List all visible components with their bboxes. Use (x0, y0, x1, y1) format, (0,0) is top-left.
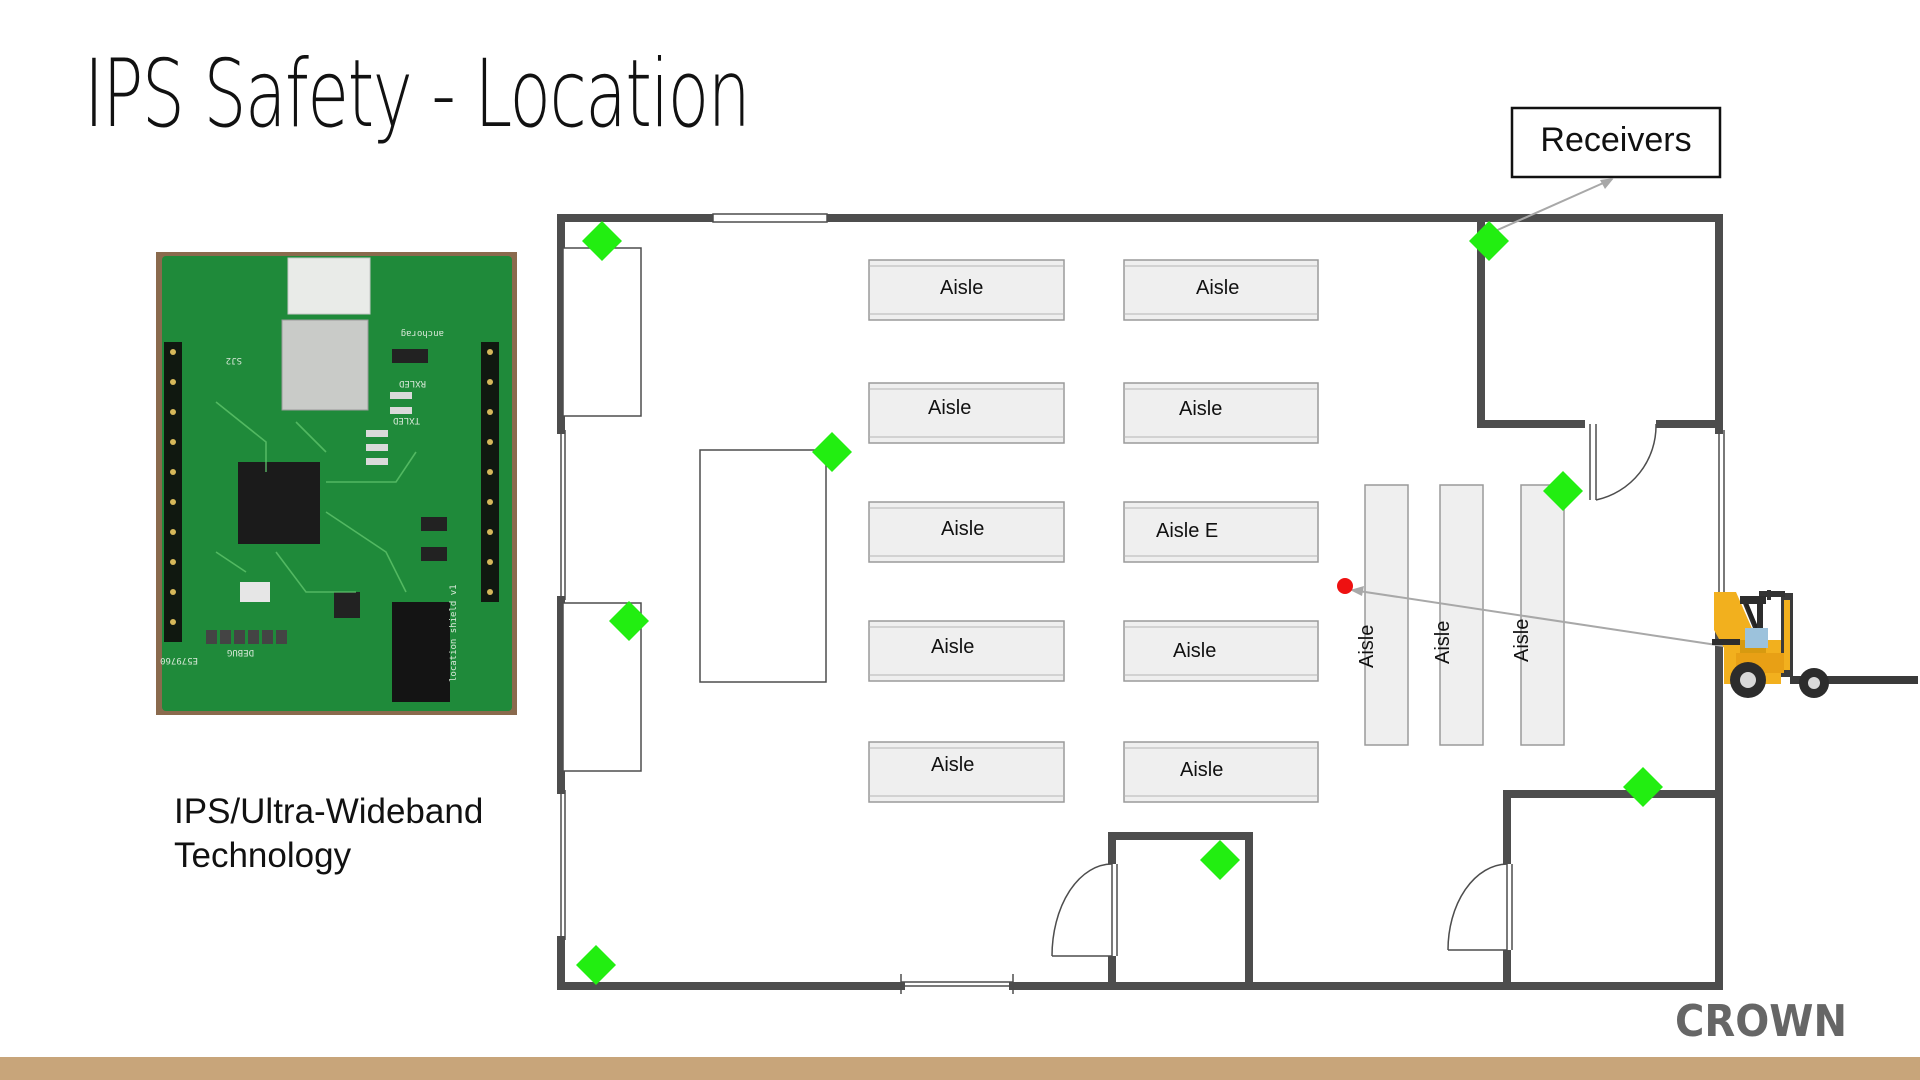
aisle-rack (1123, 382, 1319, 444)
door-top-right (1589, 423, 1657, 501)
aisle-rack-vertical (1439, 484, 1484, 746)
receiver-diamond (812, 432, 852, 472)
pcb-sj2-label: SJ2 (226, 355, 242, 365)
slide-title: IPS Safety - Location (84, 40, 751, 149)
aisle-label-vertical: Aisle (1356, 625, 1378, 668)
aisle-rack-vertical (1364, 484, 1409, 746)
aisle-rack (868, 741, 1065, 803)
aisle-label: Aisle (1196, 277, 1239, 299)
door-bottom-right (1447, 863, 1513, 951)
receivers-callout-label: Receivers (1540, 121, 1691, 159)
tracking-arrow-head (1350, 586, 1364, 596)
receiver-diamond (609, 601, 649, 641)
receiver-diamond (1543, 471, 1583, 511)
aisle-rack-vertical (1520, 484, 1565, 746)
footer-bar (0, 1057, 1920, 1080)
crown-logo-text: CROWN (1675, 998, 1847, 1042)
receiver-diamond (1469, 221, 1509, 261)
aisle-rack (868, 259, 1065, 321)
aisle-rack (1123, 620, 1319, 682)
aisle-label: Aisle (941, 518, 984, 540)
storage-box-north (562, 247, 642, 417)
pcb-txled-label: TXLED (393, 415, 420, 425)
receiver-diamond (582, 221, 622, 261)
receiver-diamond (1200, 840, 1240, 880)
aisle-rack (1123, 741, 1319, 803)
receivers-callout-box (1510, 106, 1722, 179)
pcb-shield-label: location shield v1 (449, 584, 459, 682)
forklift-icon (1712, 590, 1918, 698)
uwb-board-image: anchorag SJ2 RXLED TXLED DEBUG E579760 l… (156, 252, 517, 715)
callout-arrow-head (1600, 178, 1614, 189)
staging-area (699, 449, 827, 683)
receiver-diamond (576, 945, 616, 985)
aisle-label: Aisle E (1156, 520, 1218, 542)
tracked-tag-dot (1337, 578, 1353, 594)
aisle-rack (868, 620, 1065, 682)
technology-caption: IPS/Ultra-Wideband Technology (174, 790, 574, 878)
aisle-label: Aisle (1173, 640, 1216, 662)
room-top-right (1477, 218, 1719, 428)
pcb-serial-label: E579760 (160, 655, 198, 665)
aisle-label: Aisle (928, 397, 971, 419)
pcb-brand-label: anchorag (401, 328, 444, 338)
aisle-label-vertical: Aisle (1432, 621, 1454, 664)
receiver-diamond (1623, 767, 1663, 807)
aisle-rack (1123, 501, 1319, 563)
aisle-rack (868, 501, 1065, 563)
pcb-rxled-label: RXLED (399, 378, 426, 388)
room-bottom-middle (1108, 832, 1253, 986)
tracking-line (1351, 589, 1751, 651)
room-bottom-right (1503, 790, 1719, 986)
aisle-rack (868, 382, 1065, 444)
crown-logo: CROWN (1675, 996, 1848, 1047)
aisle-label: Aisle (931, 754, 974, 776)
aisle-label: Aisle (1180, 759, 1223, 781)
door-bottom-middle (1051, 863, 1118, 957)
caption-line-2: Technology (174, 836, 352, 875)
aisle-rack (1123, 259, 1319, 321)
aisle-label: Aisle (1179, 398, 1222, 420)
aisle-label: Aisle (931, 636, 974, 658)
aisle-label: Aisle (940, 277, 983, 299)
pcb-debug-label: DEBUG (227, 647, 254, 657)
callout-leader-line (1492, 179, 1611, 233)
caption-line-1: IPS/Ultra-Wideband (174, 792, 484, 831)
aisle-label-vertical: Aisle (1511, 619, 1533, 662)
